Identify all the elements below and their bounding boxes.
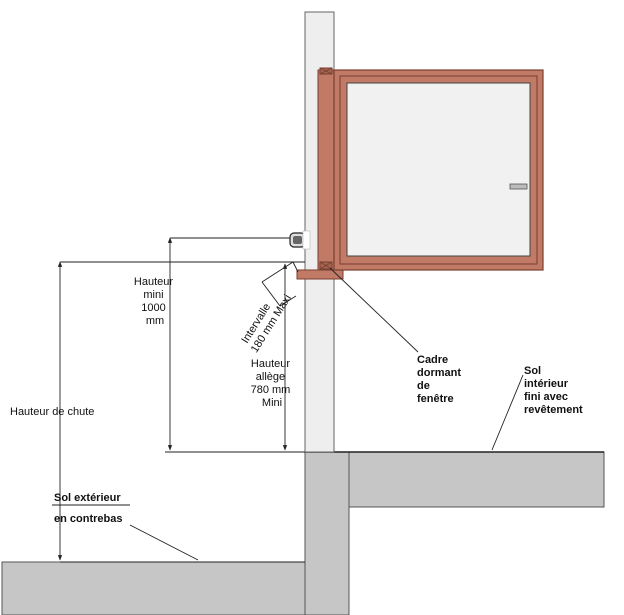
window-sill	[296, 269, 344, 280]
sol-interieur-label: Sol intérieur fini avec revêtement	[524, 365, 583, 416]
concrete-structure	[1, 451, 605, 615]
interior-floor-slab	[348, 451, 605, 508]
hauteur-allege-label: Hauteur allège 780 mm Mini	[251, 358, 294, 409]
window-frame-post	[317, 69, 335, 271]
guardrail-bracket	[289, 230, 311, 250]
window-sash	[333, 69, 544, 271]
cadre-dormant-label: Cadre dormant de fenêtre	[417, 354, 464, 405]
hauteur-mini-label: Hauteur mini 1000 mm	[134, 276, 176, 327]
window-glass	[346, 82, 531, 257]
sol-exterieur-label: Sol extérieur en contrebas	[54, 492, 124, 525]
hauteur-chute-label: Hauteur de chute	[10, 406, 94, 418]
dimension-lines	[52, 237, 524, 563]
foundation-wall	[304, 451, 350, 615]
window-handle	[509, 183, 528, 190]
intervalle-label: Intervalle 180 mm Maxi	[238, 286, 294, 355]
exterior-ground	[1, 561, 306, 615]
